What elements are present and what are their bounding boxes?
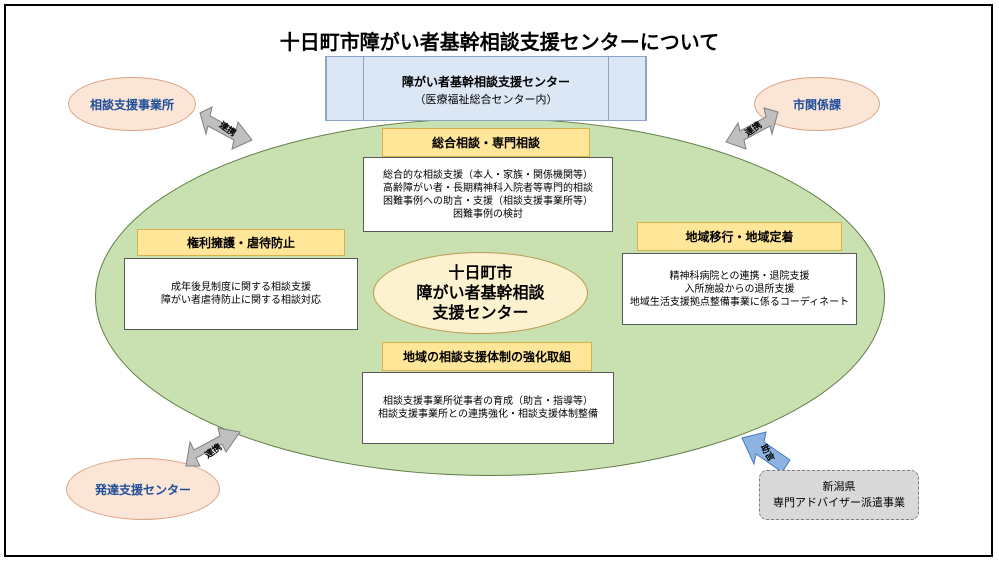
label-rights-protection: 権利擁護・虐待防止 [137, 229, 345, 256]
peach-soudan-jigyousho: 相談支援事業所 [68, 77, 196, 131]
building-left-pillar [326, 57, 364, 120]
general-line-2: 高齢障がい者・長期精神科入院者等専門的相談 [383, 182, 593, 194]
strengthen-line-2: 相談支援事業所との連携強化・相談支援体制整備 [378, 409, 598, 420]
box-strengthen-system: 相談支援事業所従事者の育成（助言・指導等） 相談支援事業所との連携強化・相談支援… [362, 372, 614, 444]
label-community-transition: 地域移行・地域定着 [637, 222, 842, 251]
arrow-renkei-top-right [725, 107, 779, 150]
general-line-3: 困難事例への助言・支援（相談支援事業所等） [383, 195, 593, 207]
label-strengthen-system: 地域の相談支援体制の強化取組 [382, 342, 592, 371]
rights-line-2: 障がい者虐待防止に関する相談対応 [161, 295, 321, 306]
box-general-consultation: 総合的な相談支援（本人・家族・関係機関等） 高齢障がい者・長期精神科入院者等専門… [363, 157, 613, 232]
transition-line-2: 入所施設からの退所支援 [684, 283, 795, 295]
center-line-2: 障がい者基幹相談 [416, 283, 545, 302]
arrow-joshin-blue [741, 431, 791, 473]
center-line-1: 十日町市 [448, 263, 513, 282]
center-building-block: 障がい者基幹相談支援センター （医療福祉総合センター内） [325, 56, 647, 121]
general-line-4: 困難事例の検討 [453, 208, 523, 220]
center-block-name: 障がい者基幹相談支援センター [401, 75, 570, 89]
building-right-pillar [608, 57, 646, 120]
arrow-renkei-top-left [199, 106, 253, 150]
transition-line-3: 地域生活支援拠点整備事業に係るコーディネート [629, 296, 850, 308]
center-block-sub: （医療福祉総合センター内） [414, 93, 558, 106]
prefecture-line-1: 新潟県 [822, 480, 856, 493]
label-general-consultation: 総合相談・専門相談 [382, 128, 590, 157]
center-line-3: 支援センター [432, 303, 529, 322]
box-rights-protection: 成年後見制度に関する相談支援 障がい者虐待防止に関する相談対応 [124, 258, 358, 330]
general-line-1: 総合的な相談支援（本人・家族・関係機関等） [383, 169, 593, 181]
page-title: 十日町市障がい者基幹相談支援センターについて [279, 30, 720, 54]
center-ellipse: 十日町市 障がい者基幹相談 支援センター [373, 252, 588, 334]
transition-line-1: 精神科病院との連携・退院支援 [669, 270, 810, 282]
arrow-renkei-bottom-left [185, 427, 241, 467]
prefecture-line-2: 専門アドバイザー派遣事業 [773, 496, 905, 509]
strengthen-line-1: 相談支援事業所従事者の育成（助言・指導等） [383, 396, 593, 407]
peach-hattatsu-shien: 発達支援センター [66, 458, 220, 520]
prefecture-advisor-box: 新潟県 専門アドバイザー派遣事業 [759, 470, 919, 520]
rights-line-1: 成年後見制度に関する相談支援 [171, 282, 311, 293]
box-community-transition: 精神科病院との連携・退院支援 入所施設からの退所支援 地域生活支援拠点整備事業に… [622, 253, 857, 325]
